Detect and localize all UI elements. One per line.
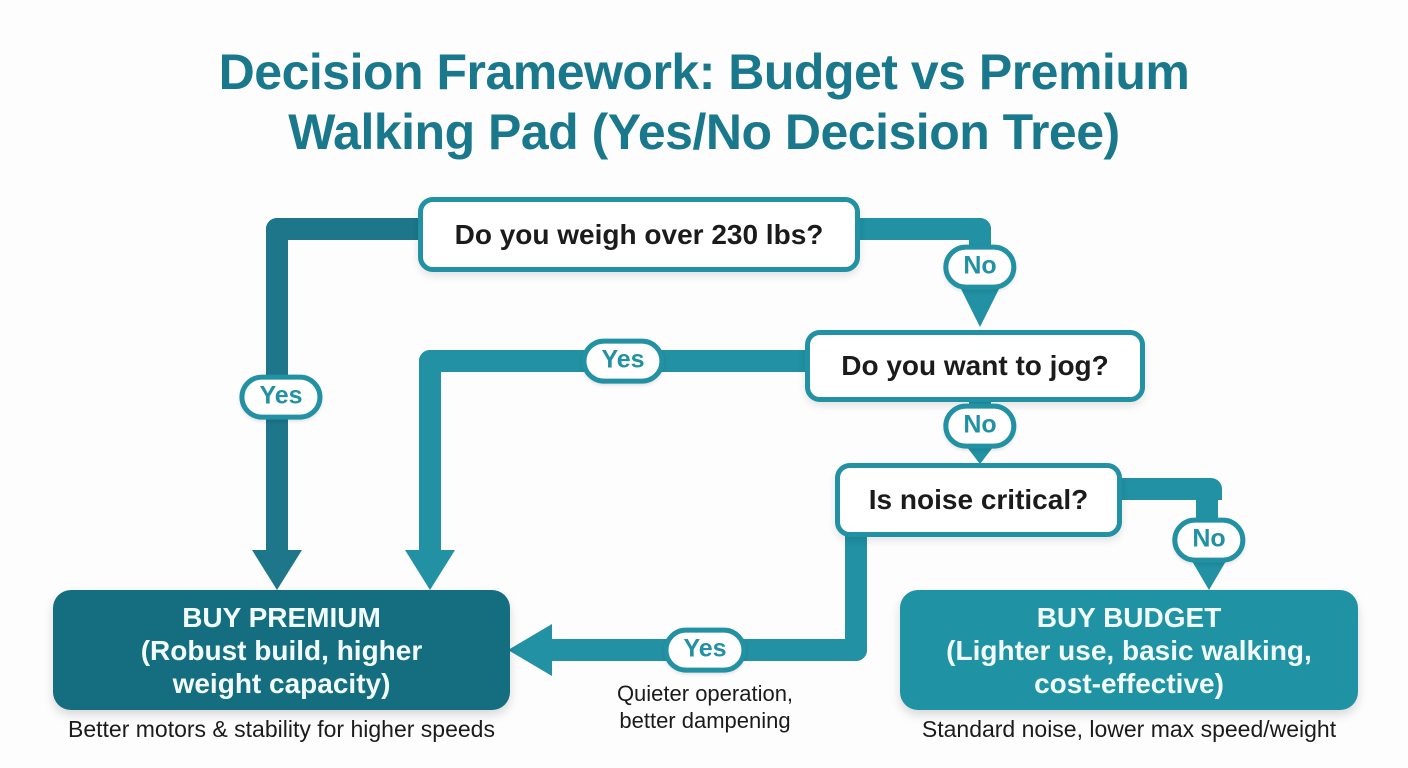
outcome-budget-line1: BUY BUDGET bbox=[1036, 601, 1222, 633]
question-weight-label: Do you weigh over 230 lbs? bbox=[454, 218, 824, 250]
question-want-to-jog: Do you want to jog? bbox=[805, 330, 1145, 402]
connector-noise-no-vertical bbox=[1196, 478, 1218, 524]
edge-label-jog-yes: Yes bbox=[581, 338, 665, 384]
arrow-down-weight-yes-icon bbox=[252, 550, 302, 590]
connector-weight-yes-horizontal bbox=[266, 218, 426, 240]
page-title-line2: Walking Pad (Yes/No Decision Tree) bbox=[288, 104, 1120, 160]
edge-label-weight-yes: Yes bbox=[239, 374, 323, 420]
question-noise-label: Is noise critical? bbox=[868, 484, 1089, 515]
edge-label-jog-no: No bbox=[943, 403, 1017, 449]
connector-noise-no-horizontal bbox=[1112, 478, 1222, 500]
page-title: Decision Framework: Budget vs Premium Wa… bbox=[0, 42, 1408, 162]
budget-footnote: Standard noise, lower max speed/weight bbox=[921, 716, 1337, 742]
question-noise-critical: Is noise critical? bbox=[835, 463, 1122, 537]
outcome-buy-premium: BUY PREMIUM (Robust build, higher weight… bbox=[53, 590, 510, 710]
question-weight-over-230: Do you weigh over 230 lbs? bbox=[418, 197, 860, 272]
noise-yes-note: Quieter operation, better dampening bbox=[545, 680, 865, 734]
outcome-budget-line2: (Lighter use, basic walking, bbox=[946, 634, 1312, 666]
outcome-buy-budget: BUY BUDGET (Lighter use, basic walking, … bbox=[900, 590, 1358, 710]
page-title-line1: Decision Framework: Budget vs Premium bbox=[218, 44, 1190, 100]
edge-label-noise-no: No bbox=[1172, 517, 1246, 563]
outcome-premium-line2: (Robust build, higher bbox=[140, 634, 423, 666]
connector-noise-yes-vertical bbox=[845, 524, 867, 661]
edge-label-weight-no: No bbox=[943, 244, 1017, 290]
outcome-budget-line3: cost-effective) bbox=[1034, 667, 1224, 699]
arrow-down-weight-no-icon bbox=[959, 285, 1001, 327]
arrow-down-jog-yes-icon bbox=[405, 550, 455, 590]
noise-yes-note-line1: Quieter operation, bbox=[616, 681, 794, 706]
connector-weight-no-horizontal bbox=[846, 218, 991, 240]
edge-label-noise-yes: Yes bbox=[663, 627, 747, 673]
question-jog-label: Do you want to jog? bbox=[841, 350, 1109, 381]
connector-jog-yes-vertical bbox=[419, 350, 441, 550]
outcome-premium-line1: BUY PREMIUM bbox=[182, 601, 381, 633]
outcome-premium-line3: weight capacity) bbox=[172, 667, 391, 699]
premium-footnote: Better motors & stability for higher spe… bbox=[68, 716, 495, 742]
arrow-left-noise-yes-icon bbox=[508, 624, 552, 676]
noise-yes-note-line2: better dampening bbox=[619, 708, 791, 733]
